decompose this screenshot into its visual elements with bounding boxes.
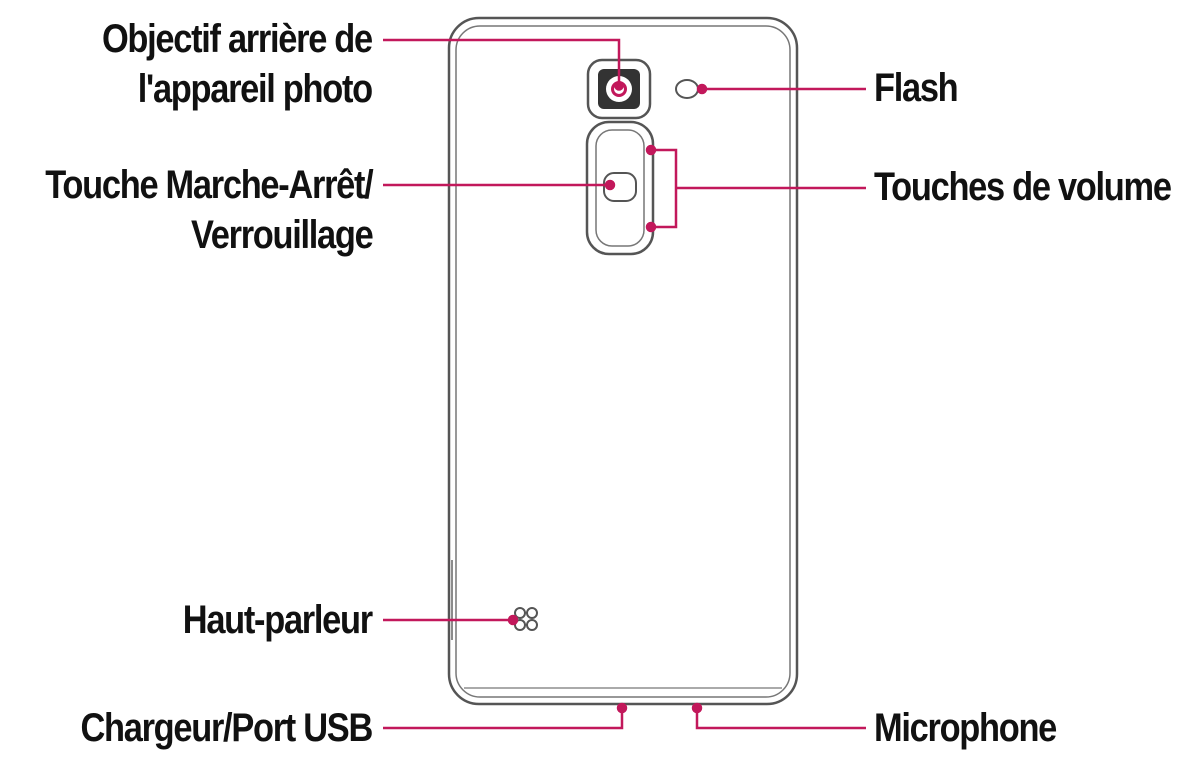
label-flash-text: Flash	[874, 66, 959, 110]
label-rear-camera: Objectif arrière de l'appareil photo	[102, 14, 373, 114]
label-rear-camera-line2: l'appareil photo	[137, 67, 373, 111]
callout-line-microphone	[695, 710, 866, 730]
phone-body-inner	[455, 25, 791, 698]
label-volume-keys-text: Touches de volume	[874, 165, 1172, 209]
label-power-lock-line1: Touche Marche-Arrêt/	[44, 163, 373, 207]
callout-line-volume	[651, 148, 678, 229]
label-flash: Flash	[874, 63, 959, 113]
label-power-lock: Touche Marche-Arrêt/ Verrouillage	[44, 160, 374, 260]
label-microphone: Microphone	[874, 703, 1057, 753]
label-microphone-text: Microphone	[874, 706, 1057, 750]
callout-line-rear-camera	[383, 38, 621, 84]
speaker-icon	[514, 607, 538, 631]
label-charger-usb: Chargeur/Port USB	[80, 703, 373, 753]
label-speaker-text: Haut-parleur	[182, 598, 373, 642]
label-volume-keys: Touches de volume	[874, 162, 1172, 212]
label-power-lock-line2: Verrouillage	[190, 213, 374, 257]
flash-icon	[675, 79, 699, 99]
label-speaker: Haut-parleur	[182, 595, 373, 645]
callout-line-charger	[383, 710, 624, 730]
rear-key-icon	[585, 120, 655, 256]
label-rear-camera-line1: Objectif arrière de	[102, 17, 373, 61]
label-charger-usb-text: Chargeur/Port USB	[80, 706, 373, 750]
